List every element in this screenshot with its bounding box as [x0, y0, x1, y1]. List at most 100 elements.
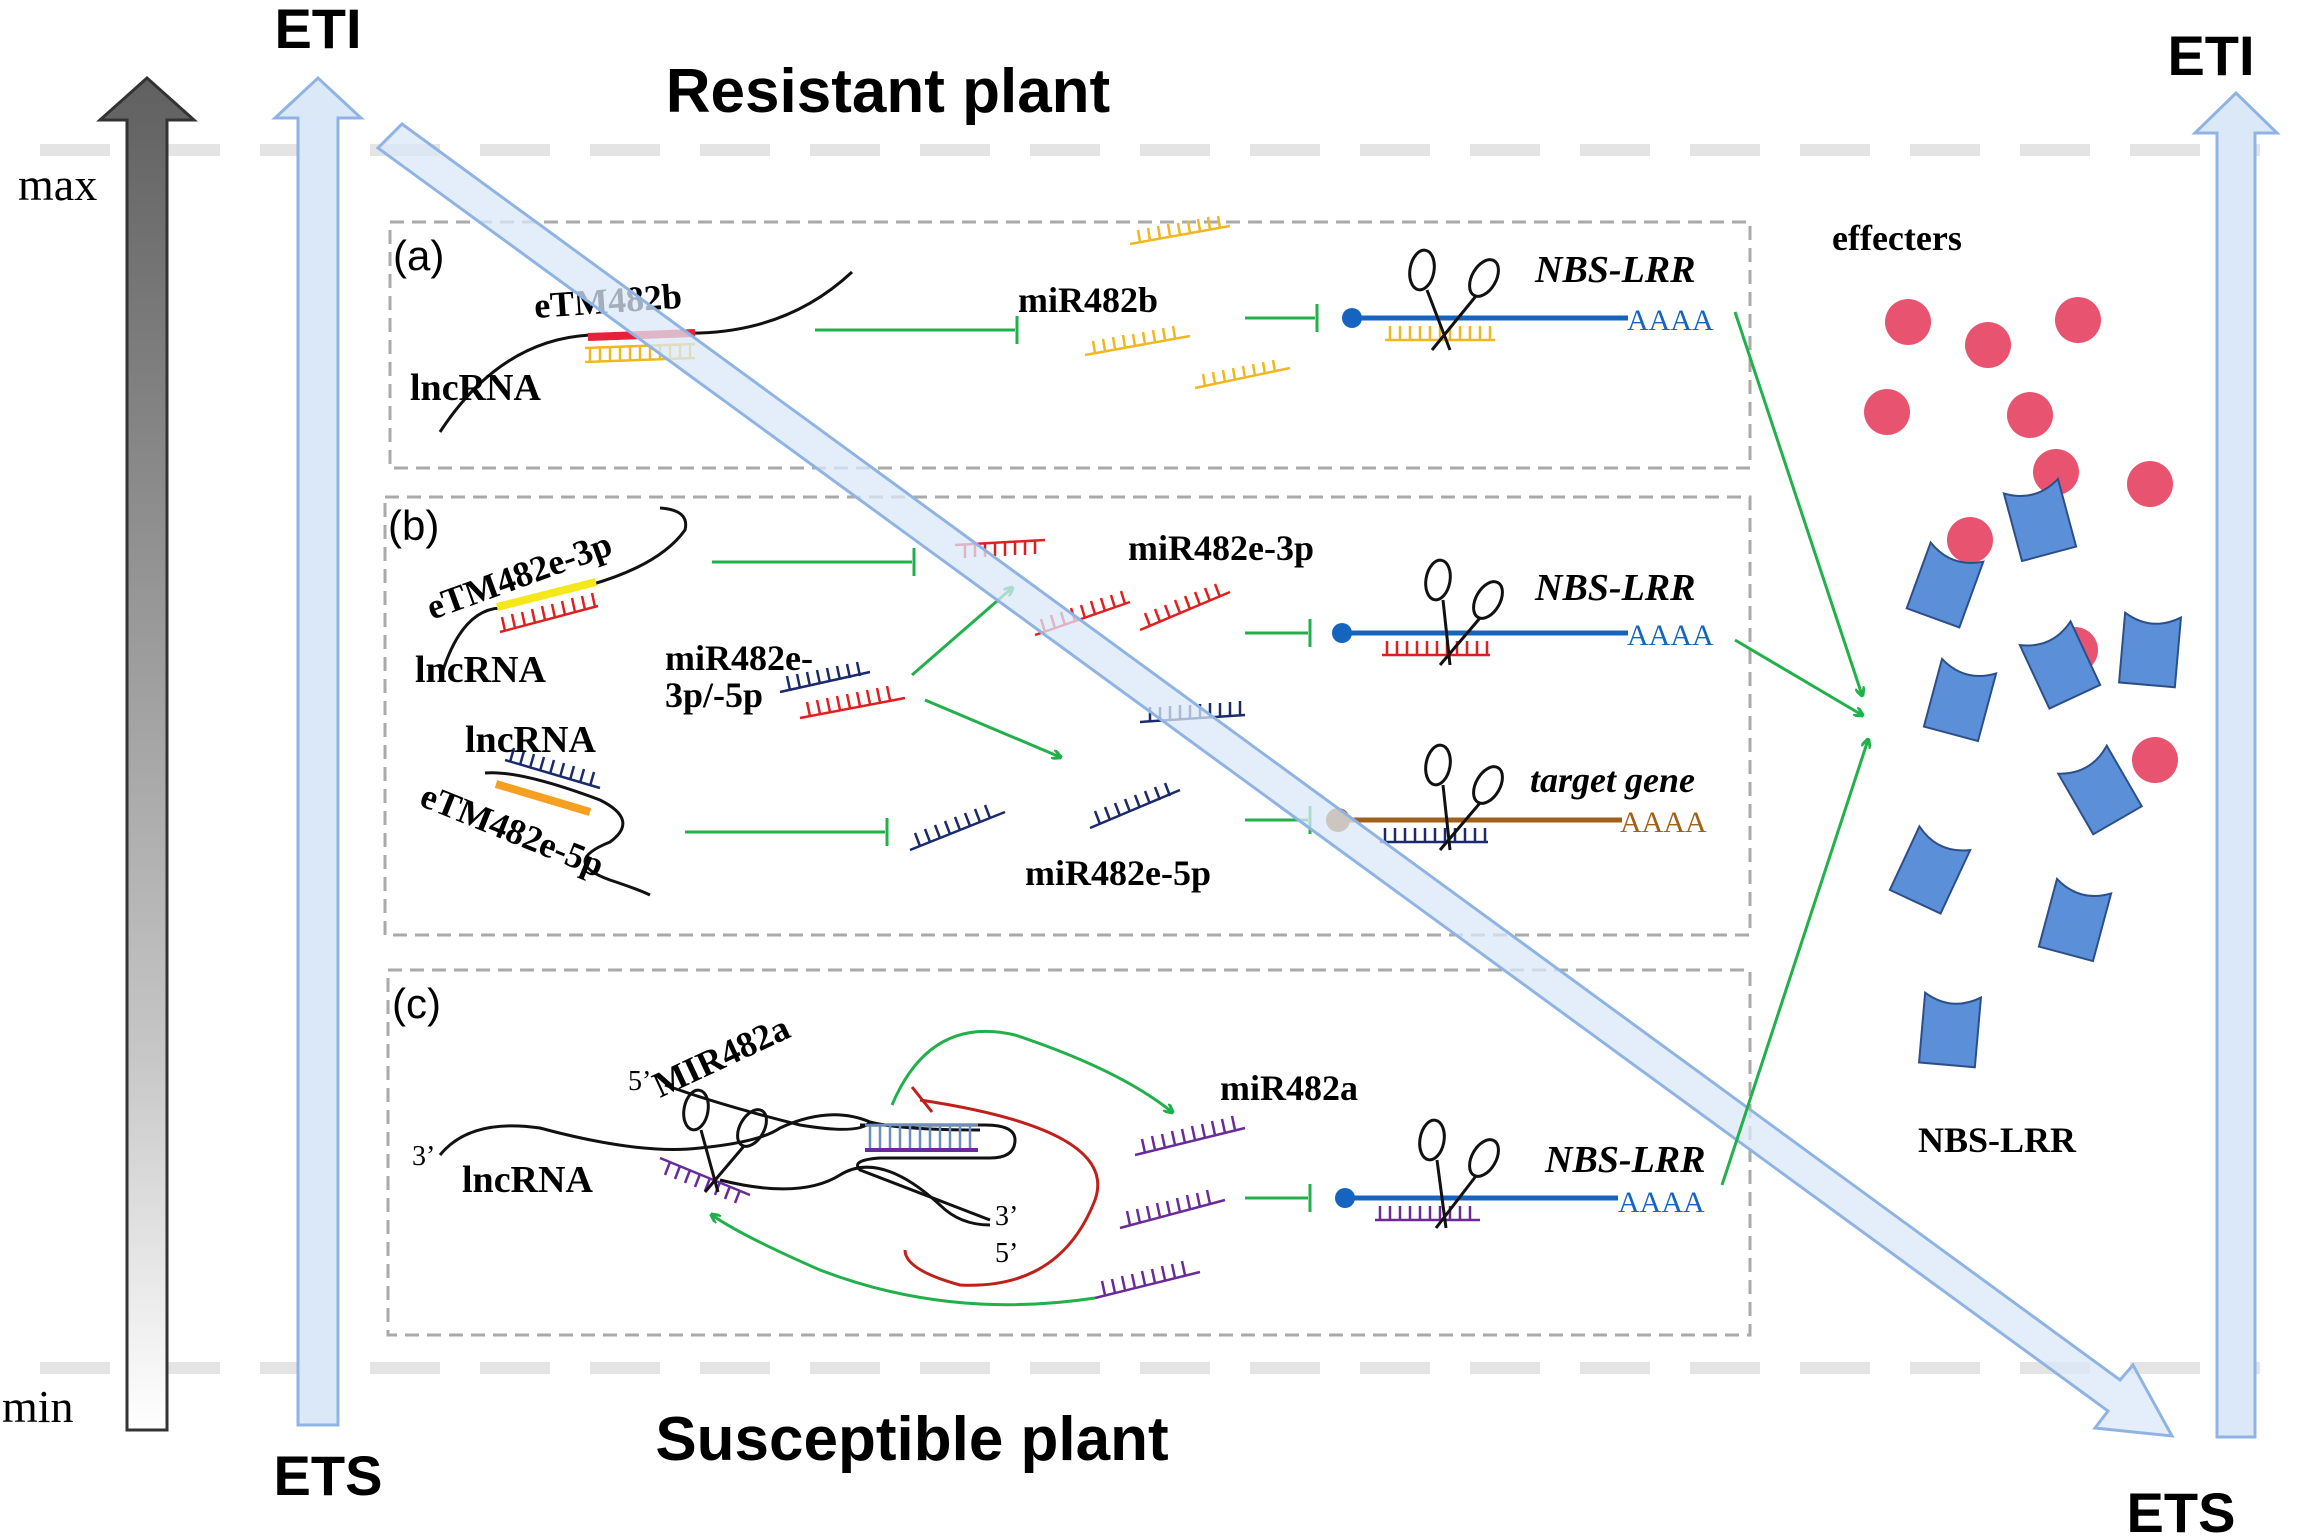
- panel-b-etm5p-mirna: [504, 747, 601, 790]
- nbs-lrr-protein-shape: [2117, 610, 2183, 689]
- panel-b-target1-bound-mirna: [1382, 641, 1490, 657]
- nbs-lrr-protein-shape: [1905, 540, 1985, 629]
- nbs-lrr-protein: [2037, 876, 2113, 963]
- panel-c-mirna-label: miR482a: [1220, 1068, 1358, 1108]
- panel-a-tag: (a): [393, 232, 444, 279]
- panel-b-frame: [383, 495, 1752, 937]
- right-immunity-axis: ETI ETS: [2127, 24, 2281, 1539]
- panel-c-5prime-b: 5’: [995, 1238, 1018, 1269]
- effectors-label: effecters: [1832, 218, 1962, 258]
- panel-b-lncrna2-label: lncRNA: [465, 719, 596, 761]
- panel-c-polya: AAAA: [1618, 1186, 1705, 1219]
- panel-b-etm3p-label: eTM482e-3p: [421, 524, 617, 628]
- panel-b-precursor-duplex-5p: [779, 661, 871, 694]
- panel-b-target1-label: NBS-LRR: [1534, 567, 1695, 609]
- nbs-lrr-protein-shape: [2018, 619, 2102, 710]
- panel-b-precursor-label-2: 3p/-5p: [665, 675, 763, 715]
- panel-a-target-label: NBS-LRR: [1534, 249, 1695, 291]
- effector-dot: [2033, 449, 2079, 495]
- effector-dot: [1885, 299, 1931, 345]
- panel-c-target-label: NBS-LRR: [1544, 1139, 1705, 1181]
- panel-a-free-mirna-3: [1194, 359, 1291, 390]
- panel-b-free-5p-1: [909, 804, 1006, 852]
- panel-b-arrow-to-5p: [924, 698, 1060, 757]
- nbs-lrr-protein-shape: [2056, 743, 2144, 836]
- panel-c-3prime-b: 3’: [995, 1201, 1018, 1232]
- panel-b-scissors-icon-1: [1424, 558, 1504, 666]
- panel-a-polya: AAAA: [1627, 304, 1714, 337]
- panel-b-scissors-icon-2: [1424, 743, 1504, 851]
- panel-c-free-mirna-3: [1094, 1260, 1201, 1300]
- panel-b-target1-polya: AAAA: [1627, 619, 1714, 652]
- panel-c-free-mirna-2: [1119, 1189, 1226, 1230]
- effector-dot: [1864, 389, 1910, 435]
- right-axis-arrow: [2191, 90, 2281, 1439]
- panel-c-feedback-loop: [903, 1098, 1100, 1287]
- effector-dot: [1947, 517, 1993, 563]
- panel-b: (b) eTM482e-3p lncRNA miR482e- 3p/-5p mi…: [383, 495, 1752, 937]
- panel-b-lncrna1-label: lncRNA: [415, 649, 546, 691]
- right-eti-label: ETI: [2167, 24, 2254, 87]
- panel-b-target2-polya: AAAA: [1620, 806, 1707, 839]
- panel-a-mirna-label: miR482b: [1018, 280, 1158, 320]
- right-ets-label: ETS: [2127, 1481, 2236, 1539]
- panel-b-mir3p-label: miR482e-3p: [1128, 528, 1314, 568]
- panel-c-target-scissors-icon: [1418, 1118, 1500, 1229]
- effector-cluster: effecters NBS-LRR: [1832, 218, 2077, 1160]
- panel-c-free-mirna-1: [1134, 1115, 1246, 1157]
- panel-c-hairpin-duplex: [865, 1123, 978, 1150]
- panel-c-mir-gene-label: MIR482a: [646, 1007, 795, 1105]
- left-ets-label: ETS: [274, 1444, 383, 1507]
- nbs-lrr-protein: [2056, 743, 2144, 836]
- panel-c-tag: (c): [392, 980, 441, 1027]
- nbs-lrr-protein-shape: [2037, 876, 2113, 963]
- panel-b-mir5p-label: miR482e-5p: [1025, 853, 1211, 893]
- panel-c-precursor-upper: [664, 1083, 872, 1131]
- nbs-lrr-protein-shape: [1922, 656, 1998, 743]
- scale-max-label: max: [18, 159, 97, 210]
- panel-c: (c) MIR482a 5’ 3’ 3’ 5’ lncRNA miR482a: [386, 968, 1752, 1337]
- effector-dot: [2132, 737, 2178, 783]
- susceptible-plant-title: Susceptible plant: [655, 1405, 1168, 1474]
- panel-a: (a) eTM482b lncRNA miR482b NBS-LRR AAAA: [388, 215, 1752, 470]
- nbs-lrr-protein-shape: [1917, 990, 1983, 1069]
- resistant-plant-title: Resistant plant: [666, 57, 1110, 126]
- panel-c-bound-mirna: [659, 1156, 751, 1204]
- intensity-scale: max min: [2, 75, 198, 1432]
- effector-dot: [2007, 392, 2053, 438]
- panel-c-lower-strand: [719, 1165, 991, 1227]
- nbs-lrr-protein-shape: [1888, 824, 1972, 915]
- nbs-lrr-label: NBS-LRR: [1918, 1120, 2077, 1160]
- arrow-c-to-cluster: [1720, 740, 1868, 1186]
- nbs-lrr-protein: [1905, 540, 1985, 629]
- panel-a-free-mirna-2: [1084, 325, 1191, 357]
- scale-arrow: [96, 75, 198, 1432]
- panel-c-hairpin: [856, 1123, 1017, 1222]
- effector-dot: [2055, 297, 2101, 343]
- panel-b-target2-label: target gene: [1530, 760, 1695, 800]
- panel-c-5prime-a: 5’: [628, 1066, 651, 1097]
- scale-min-label: min: [2, 1381, 74, 1432]
- panel-b-tag: (b): [388, 502, 439, 549]
- nbs-lrr-protein: [2002, 476, 2078, 563]
- nbs-lrr-protein: [1922, 656, 1998, 743]
- panel-c-frame: [386, 968, 1752, 1337]
- panel-c-arrow-to-mirna: [890, 1029, 1172, 1112]
- panel-c-target-bound-mirna: [1375, 1206, 1480, 1222]
- panel-c-lncrna-label: lncRNA: [462, 1159, 593, 1201]
- nbs-lrr-protein: [2018, 619, 2102, 710]
- effector-dot: [1965, 322, 2011, 368]
- nbs-lrr-protein: [2117, 610, 2183, 689]
- panel-a-lncrna-label: lncRNA: [410, 367, 541, 409]
- panel-a-scissors-icon: [1408, 248, 1500, 351]
- arrow-b-to-cluster: [1734, 638, 1862, 715]
- gradient-diagonal-arrow: [375, 122, 2175, 1438]
- left-axis-arrow: [271, 75, 365, 1427]
- panel-c-feedback-bar: [910, 1086, 934, 1113]
- panel-b-etm3p-site: [496, 578, 597, 611]
- panel-a-free-mirna-1: [1129, 215, 1231, 246]
- panel-b-precursor-duplex-3p: [799, 685, 906, 720]
- left-immunity-axis: ETI ETS: [271, 0, 383, 1507]
- nbs-lrr-protein: [1917, 990, 1983, 1069]
